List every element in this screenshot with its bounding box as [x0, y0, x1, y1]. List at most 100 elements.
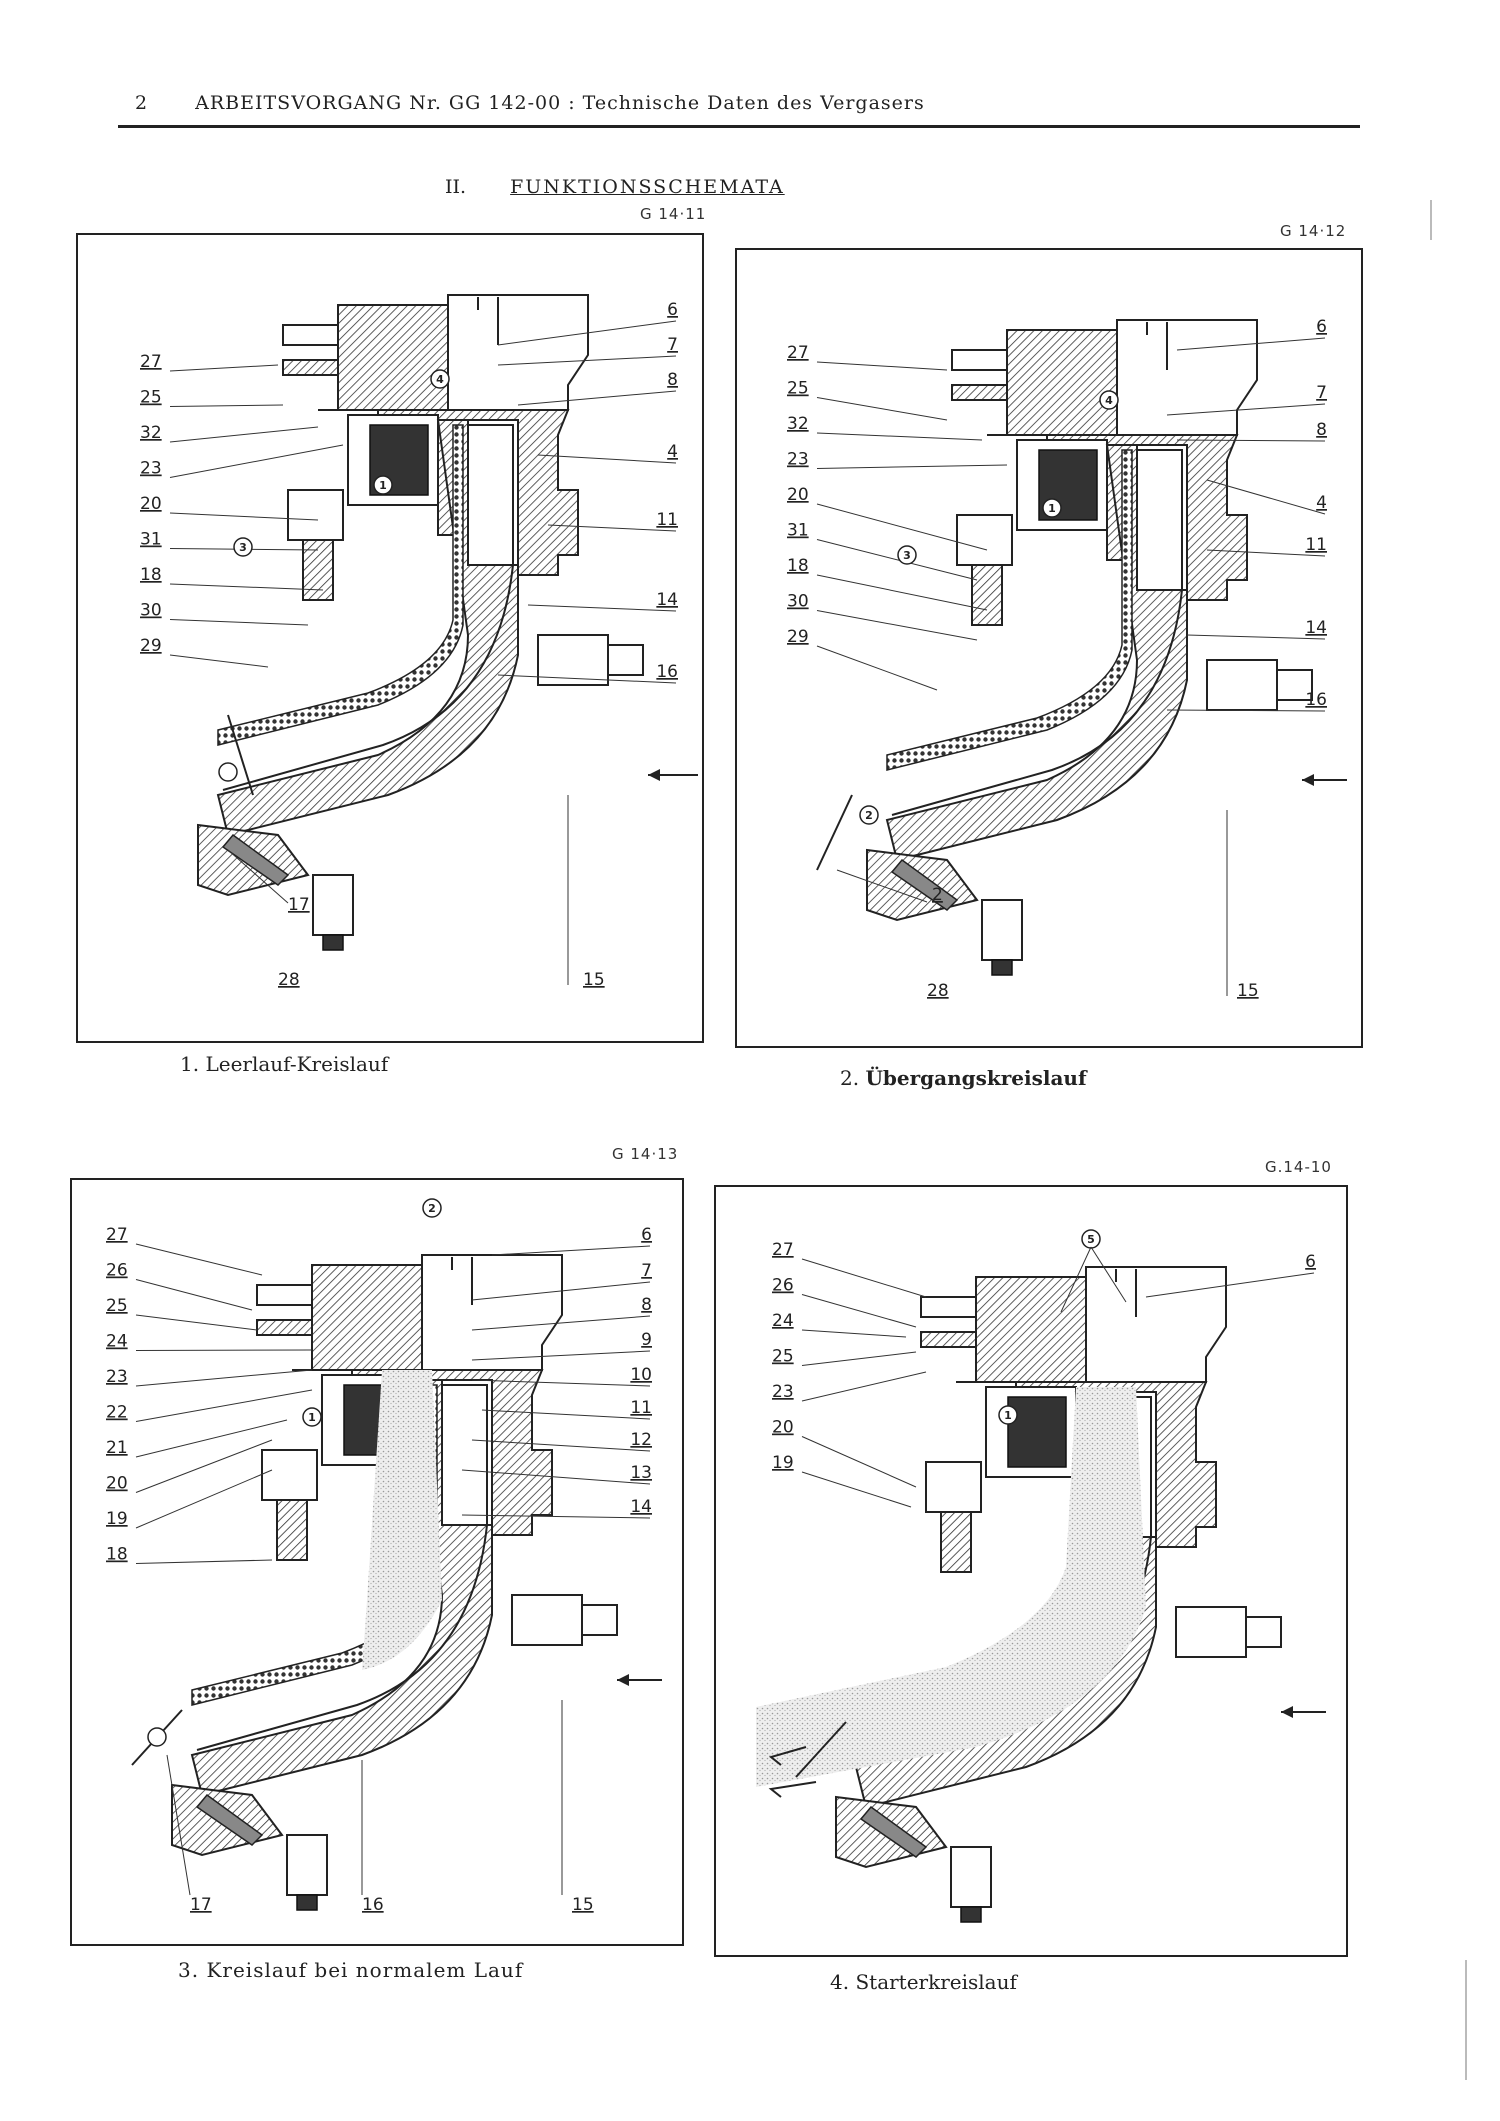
part-label: 7 [667, 335, 678, 355]
carburetor-body [866, 319, 1313, 976]
part-label: 25 [140, 388, 162, 408]
caption-3: 3. Kreislauf bei normalem Lauf [178, 1958, 523, 1982]
part-label: 16 [1305, 690, 1327, 710]
circuit-marker-2 [859, 805, 879, 825]
leader-line [801, 1329, 907, 1338]
fuel-inlet [537, 634, 609, 686]
emulsion-channel [217, 424, 464, 746]
throttle-barrel-wall [216, 419, 519, 837]
leader-line [471, 1379, 651, 1387]
part-label: 17 [190, 1895, 212, 1915]
leader-line [169, 654, 269, 668]
float-chamber-cover [1006, 329, 1118, 436]
pipe-25 [951, 384, 1008, 401]
part-label: 14 [656, 590, 678, 610]
section-title: FUNKTIONSSCHEMATA [510, 176, 785, 198]
part-label: 12 [630, 1430, 652, 1450]
fuel-inlet-tip [607, 644, 644, 676]
circuit-marker-1 [998, 1405, 1018, 1425]
leader-line [816, 539, 978, 581]
leader-line [497, 355, 677, 366]
solenoid-thread [276, 1499, 308, 1561]
mixture-screw-tip [991, 959, 1013, 976]
leader-line [816, 574, 988, 611]
circuit-marker-5-label: 5 [1087, 1233, 1095, 1246]
part-label: 8 [1316, 420, 1327, 440]
caption-text: Leerlauf-Kreislauf [205, 1052, 389, 1076]
part-label: 32 [140, 423, 162, 443]
barrel-inner-line [222, 424, 514, 791]
vent-pipe [920, 1296, 977, 1318]
part-label: 19 [772, 1453, 794, 1473]
part-label: 13 [630, 1463, 652, 1483]
caption-number: 4. [830, 1970, 850, 1994]
section-heading: II. FUNKTIONSSCHEMATA [445, 176, 785, 198]
leader-line [135, 1279, 253, 1311]
leader-line [537, 454, 677, 464]
part-label: 20 [140, 494, 162, 514]
fuel-inlet [1206, 659, 1278, 711]
caption-number: 3. [178, 1958, 200, 1982]
part-label: 15 [1237, 981, 1259, 1001]
part-label: 23 [787, 450, 809, 470]
throttle-barrel-wall [885, 444, 1188, 862]
figure-code-3: G 14·13 [612, 1145, 679, 1163]
vacuum-nipple [221, 833, 290, 886]
fuel-spray [362, 1370, 442, 1670]
leader-line [471, 1439, 651, 1452]
circuit-marker-3 [233, 537, 253, 557]
figure-code-1: G 14·11 [640, 205, 707, 223]
leader-line [135, 1369, 313, 1387]
part-label: 7 [641, 1261, 652, 1281]
vacuum-nipple [859, 1805, 928, 1858]
part-label: 18 [106, 1545, 128, 1565]
throttle-spindle [218, 762, 238, 782]
arrow-head [1281, 1706, 1293, 1718]
part-label: 17 [288, 895, 310, 915]
leader-line [801, 1258, 927, 1298]
leader-line [816, 361, 948, 371]
pipe-25 [920, 1331, 977, 1348]
header-rule [118, 125, 1360, 128]
air-flow-arrow [768, 1781, 817, 1798]
leader-line [801, 1371, 927, 1402]
circuit-marker-1 [1042, 498, 1062, 518]
part-label: 14 [630, 1497, 652, 1517]
leader-line [816, 397, 948, 421]
part-label: 32 [787, 414, 809, 434]
float-bowl-core [1007, 1396, 1067, 1468]
part-label: 25 [772, 1347, 794, 1367]
arrow-head [648, 769, 660, 781]
part-label: 9 [641, 1330, 652, 1350]
leader-line [135, 1419, 288, 1458]
part-label: 7 [1316, 383, 1327, 403]
leader-line [135, 1469, 273, 1529]
leader-line [461, 1514, 651, 1519]
part-label: 31 [140, 530, 162, 550]
float-chamber-cover [337, 304, 449, 411]
circuit-marker-2 [422, 1198, 442, 1218]
caption-number: 1. [180, 1052, 200, 1076]
part-label: 27 [772, 1240, 794, 1260]
pipe-25 [256, 1319, 313, 1336]
part-label: 21 [106, 1438, 128, 1458]
part-label: 20 [772, 1418, 794, 1438]
leader-line [135, 1439, 273, 1493]
idle-cutoff-solenoid [261, 1449, 318, 1501]
leader-line [169, 512, 319, 521]
air-flow-arrow [768, 1746, 807, 1766]
caption-4: 4. Starterkreislauf [830, 1970, 1017, 1994]
intake-lines [451, 1257, 473, 1305]
idle-cutoff-solenoid [956, 514, 1013, 566]
air-intake-housing [1085, 1266, 1227, 1383]
part-label: 11 [630, 1398, 652, 1418]
figure-code-4: G.14-10 [1265, 1158, 1332, 1176]
scan-mark [1430, 200, 1432, 240]
leader-line [1206, 549, 1326, 557]
